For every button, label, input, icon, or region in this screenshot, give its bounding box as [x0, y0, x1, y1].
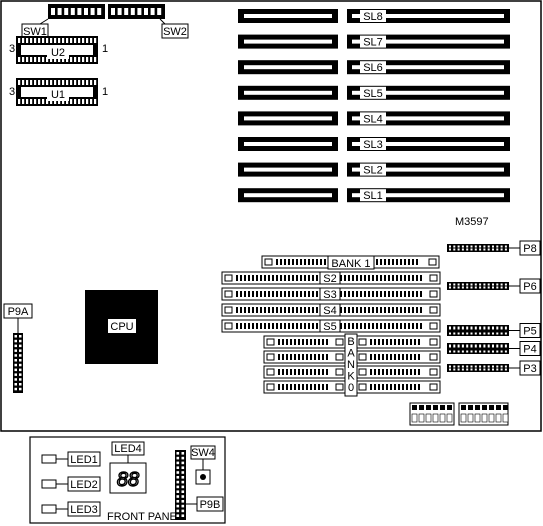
simm-label-s3: S3 [319, 287, 341, 301]
svg-text:N: N [347, 359, 355, 371]
svg-text:S5: S5 [323, 321, 336, 333]
svg-text:LED4: LED4 [114, 443, 142, 455]
slot-sl5: SL5 [238, 85, 510, 100]
model-number: M3597 [455, 216, 489, 228]
slot-label: SL5 [363, 88, 383, 100]
u2-label: U2 [47, 46, 69, 59]
bank0-simm-right [355, 350, 441, 364]
svg-text:CPU: CPU [110, 321, 133, 333]
p4-connector: P4 [447, 341, 541, 356]
svg-text:SW2: SW2 [163, 26, 187, 38]
led-led3: LED3 [41, 501, 101, 517]
bank0-simm-right [355, 335, 441, 349]
svg-text:0: 0 [348, 382, 354, 394]
cpu-chip: CPU [85, 290, 158, 364]
p3-label: P3 [523, 363, 536, 375]
u1-chip [16, 78, 98, 106]
svg-text:S3: S3 [323, 289, 336, 301]
u1-pin1-label: 1 [102, 86, 108, 98]
p6-connector: P6 [447, 278, 541, 294]
svg-text:LED1: LED1 [70, 454, 98, 466]
sw2-label: SW2 [159, 18, 189, 39]
slot-label: SL3 [363, 139, 383, 151]
slot-label: SL2 [363, 165, 383, 177]
led4-display: LED4 88 [109, 441, 147, 494]
p5-label: P5 [523, 326, 536, 338]
slot-sl1: SL1 [238, 188, 510, 203]
slot-label: SL8 [363, 11, 383, 23]
simm-label-s2: S2 [319, 271, 341, 285]
slot-sl2: SL2 [238, 162, 510, 177]
bottom-headers [409, 402, 509, 426]
slot-label: SL7 [363, 37, 383, 49]
bank0-simm-left [263, 335, 347, 349]
sw1-switch [48, 4, 105, 19]
u2-pin1-label: 1 [102, 43, 108, 55]
slot-label: SL6 [363, 62, 383, 74]
p5-connector: P5 [447, 323, 541, 338]
svg-text:U2: U2 [51, 47, 65, 59]
slot-sl3: SL3 [238, 137, 510, 151]
p9a-connector: P9A [3, 303, 33, 393]
sw1-label: SW1 [21, 18, 49, 39]
svg-text:88: 88 [117, 469, 139, 491]
slot-label: SL1 [363, 190, 383, 202]
slot-label: SL4 [363, 113, 383, 125]
svg-text:LED3: LED3 [70, 504, 98, 516]
u2-pin3-label: 3 [9, 43, 15, 55]
p9b-connector: P9B [175, 450, 224, 520]
svg-text:A: A [347, 348, 355, 360]
p4-label: P4 [523, 344, 536, 356]
sw2-switch [108, 4, 165, 19]
bank0-simm-right [355, 380, 441, 394]
led-led1: LED1 [41, 451, 101, 467]
svg-text:LED2: LED2 [70, 479, 98, 491]
svg-text:SW4: SW4 [191, 447, 215, 459]
p8-label: P8 [523, 243, 536, 255]
p8-connector: P8 [447, 240, 541, 256]
bank0-simm-left [263, 365, 347, 379]
svg-text:P9A: P9A [8, 306, 29, 318]
svg-text:S2: S2 [323, 273, 336, 285]
front-panel-title: FRONT PANEL [107, 511, 183, 523]
simm-s5 [221, 319, 441, 333]
svg-text:B: B [347, 336, 354, 348]
bank0-simm-left [263, 380, 347, 394]
slot-sl6: SL6 [238, 60, 510, 75]
bank0-simm-left [263, 350, 347, 364]
simm-label-s5: S5 [319, 319, 341, 333]
slot-sl7: SL7 [238, 34, 510, 49]
p6-label: P6 [523, 281, 536, 293]
bank0-simm-right [355, 365, 441, 379]
svg-text:P9B: P9B [200, 499, 221, 511]
bank1-label: BANK 1 [327, 255, 375, 270]
svg-text:SW1: SW1 [23, 26, 47, 38]
u1-pin3-label: 3 [9, 86, 15, 98]
sw4-switch: SW4 [190, 445, 216, 485]
p3-connector: P3 [447, 360, 541, 376]
svg-text:K: K [347, 371, 355, 383]
simm-label-s4: S4 [319, 303, 341, 317]
u1-label: U1 [47, 88, 69, 101]
slot-sl8: SL8 [238, 9, 510, 23]
svg-text:U1: U1 [51, 89, 65, 101]
svg-text:S4: S4 [323, 305, 336, 317]
led-led2: LED2 [41, 476, 101, 492]
svg-text:BANK 1: BANK 1 [331, 258, 370, 270]
slot-sl4: SL4 [238, 111, 510, 126]
